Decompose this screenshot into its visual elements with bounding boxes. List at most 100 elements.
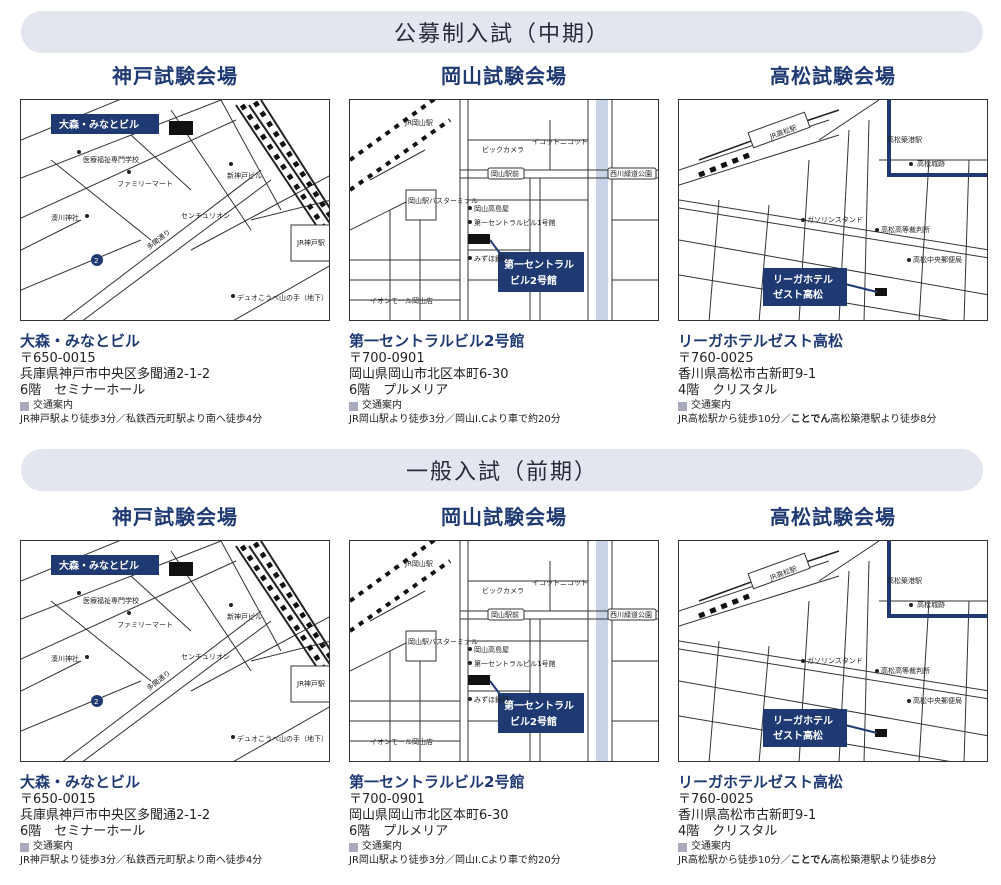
transit-info: JR岡山駅より徒歩3分／岡山I.Cより車で約20分 <box>349 855 561 866</box>
map-label: ガソリンスタンド <box>807 215 863 224</box>
map-box-label: リーガホテル <box>773 273 833 286</box>
map-box-label: 第一セントラル <box>504 699 574 712</box>
map-label: JR神戸駅 <box>296 238 325 247</box>
postal-code: 〒760-0025 <box>678 351 754 366</box>
map-box-label: ゼスト高松 <box>773 729 823 742</box>
map-label: 西川緑道公園 <box>610 610 652 619</box>
transit-heading: 交通案内 <box>349 399 669 413</box>
transit-heading: 交通案内 <box>678 399 998 413</box>
map-label: みずほ銀行 <box>474 254 509 263</box>
address: 兵庫県神戸市中央区多聞通2-1-2 <box>20 808 211 823</box>
square-bullet-icon <box>678 401 687 411</box>
room: 6階 プルメリア <box>349 824 449 839</box>
building-name: 大森・みなとビル <box>20 773 141 791</box>
room: 4階 クリスタル <box>678 383 778 398</box>
map-label: 新神戸ビル <box>227 612 262 621</box>
room: 6階 プルメリア <box>349 383 449 398</box>
address: 香川県高松市古新町9-1 <box>678 808 817 823</box>
map-label: 岡山駅前 <box>491 610 519 619</box>
map-box-label: リーガホテル <box>773 714 833 727</box>
map-label: 岡山駅前 <box>491 169 519 178</box>
map-label: みずほ銀行 <box>474 695 509 704</box>
venue-heading: 高松試験会場 <box>770 505 896 529</box>
map-label: JR岡山駅 <box>404 559 433 568</box>
transit-heading: 交通案内 <box>349 840 669 854</box>
postal-code: 〒760-0025 <box>678 792 754 807</box>
square-bullet-icon <box>20 842 29 852</box>
map-label: 湊川神社 <box>51 654 79 663</box>
venue-heading: 神戸試験会場 <box>112 505 238 529</box>
venue-okayama: 岡山試験会場 <box>349 63 659 425</box>
map-label: ファミリーマート <box>117 621 173 629</box>
map-label: 新神戸ビル <box>227 171 262 180</box>
room: 6階 セミナーホール <box>20 383 146 398</box>
map-box-label: ビル2号館 <box>510 274 557 287</box>
postal-code: 〒700-0901 <box>349 792 425 807</box>
map-kobe: 大森・みなとビル 医療福祉専門学校 ファミリーマート 新神戸ビル 湊川神社 セン… <box>20 99 330 321</box>
map-label: 西川緑道公園 <box>610 169 652 178</box>
transit-info: JR高松駅から徒歩10分／ことでん高松築港駅より徒歩8分 <box>678 855 937 866</box>
map-label: ビックカメラ <box>482 145 524 154</box>
map-label: 高松高等裁判所 <box>881 225 930 234</box>
building-name: リーガホテルゼスト高松 <box>678 332 844 350</box>
map-label: JR岡山駅 <box>404 118 433 127</box>
map-label: JR神戸駅 <box>296 679 325 688</box>
map-label: 高松城跡 <box>917 159 945 168</box>
transit-heading: 交通案内 <box>20 399 340 413</box>
map-label: 第一セントラルビル1号館 <box>474 218 555 227</box>
map-label: ガソリンスタンド <box>807 656 863 665</box>
map-label: ファミリーマート <box>117 180 173 188</box>
transit-info: JR高松駅から徒歩10分／ことでん高松築港駅より徒歩8分 <box>678 414 937 425</box>
address: 岡山県岡山市北区本町6-30 <box>349 808 509 823</box>
map-label: デュオこうべ山の手（地下） <box>237 734 328 743</box>
section-banner: 公募制入試（中期） <box>21 11 983 53</box>
route-number: 2 <box>94 698 98 706</box>
map-box-label: 大森・みなとビル <box>59 559 139 572</box>
square-bullet-icon <box>349 401 358 411</box>
map-label: 高松中央郵便局 <box>913 696 962 705</box>
postal-code: 〒700-0901 <box>349 351 425 366</box>
map-label: ビックカメラ <box>482 586 524 595</box>
address: 兵庫県神戸市中央区多聞通2-1-2 <box>20 367 211 382</box>
venue-takamatsu: 高松試験会場 <box>678 63 988 425</box>
venue-info: リーガホテルゼスト高松 〒760-0025 香川県高松市古新町9-1 4階 クリ… <box>678 331 998 427</box>
map-label: イコットニコット <box>532 579 588 587</box>
venue-kobe: 神戸試験会場 <box>20 63 330 425</box>
square-bullet-icon <box>20 401 29 411</box>
transit-info: JR岡山駅より徒歩3分／岡山I.Cより車で約20分 <box>349 414 561 425</box>
map-label: 岡山高島屋 <box>474 204 509 213</box>
map-box-label: 大森・みなとビル <box>59 118 139 131</box>
transit-heading: 交通案内 <box>678 840 998 854</box>
map-kobe: 大森・みなとビル 医療福祉専門学校 ファミリーマート 新神戸ビル 湊川神社 セン… <box>20 540 330 762</box>
map-label: イオンモール岡山店 <box>370 737 433 746</box>
map-label: 医療福祉専門学校 <box>83 155 139 164</box>
square-bullet-icon <box>678 842 687 852</box>
venue-heading: 神戸試験会場 <box>112 64 238 88</box>
venue-info: 第一セントラルビル2号館 〒700-0901 岡山県岡山市北区本町6-30 6階… <box>349 772 669 868</box>
venue-okayama: 岡山試験会場 <box>349 504 659 866</box>
map-label: 第一セントラルビル1号館 <box>474 659 555 668</box>
map-takamatsu: リーガホテル ゼスト高松 JR高松駅 高松築港駅 高松城跡 ガソリンスタンド 高… <box>678 99 988 321</box>
venue-takamatsu: 高松試験会場 <box>678 504 988 866</box>
map-box-label: ビル2号館 <box>510 715 557 728</box>
venue-info: 大森・みなとビル 〒650-0015 兵庫県神戸市中央区多聞通2-1-2 6階 … <box>20 331 340 427</box>
room: 4階 クリスタル <box>678 824 778 839</box>
map-box-label: ゼスト高松 <box>773 288 823 301</box>
venue-heading: 高松試験会場 <box>770 64 896 88</box>
map-label: 湊川神社 <box>51 213 79 222</box>
map-label: 岡山高島屋 <box>474 645 509 654</box>
map-label: 高松城跡 <box>917 600 945 609</box>
map-label: センチュリオン <box>181 653 230 661</box>
square-bullet-icon <box>349 842 358 852</box>
map-okayama: 第一セントラル ビル2号館 JR岡山駅 ビックカメラ イコットニコット 岡山駅前… <box>349 540 659 762</box>
map-label: イオンモール岡山店 <box>370 296 433 305</box>
building-name: リーガホテルゼスト高松 <box>678 773 844 791</box>
map-takamatsu: リーガホテル ゼスト高松 JR高松駅 高松築港駅 高松城跡 ガソリンスタンド 高… <box>678 540 988 762</box>
map-label: 高松中央郵便局 <box>913 255 962 264</box>
venue-info: 第一セントラルビル2号館 〒700-0901 岡山県岡山市北区本町6-30 6階… <box>349 331 669 427</box>
section-title: 公募制入試（中期） <box>393 22 610 47</box>
map-label: 高松築港駅 <box>887 135 922 144</box>
venue-info: 大森・みなとビル 〒650-0015 兵庫県神戸市中央区多聞通2-1-2 6階 … <box>20 772 340 868</box>
map-label: 高松築港駅 <box>887 576 922 585</box>
map-label: 高松高等裁判所 <box>881 666 930 675</box>
